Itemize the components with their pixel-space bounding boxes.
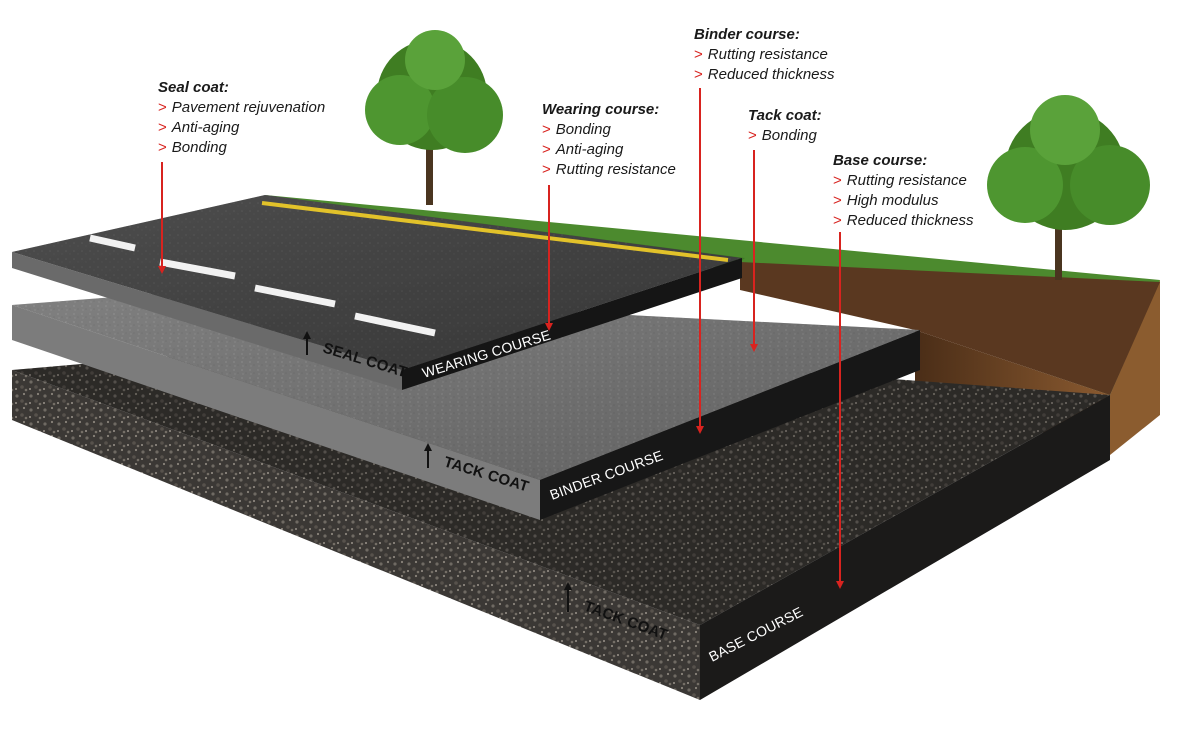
callout-item: >Rutting resistance xyxy=(694,45,835,65)
bullet-icon: > xyxy=(694,46,703,63)
callout-item: >High modulus xyxy=(833,191,974,211)
callout-list: >Pavement rejuvenation >Anti-aging >Bond… xyxy=(158,98,325,158)
callout-arrows xyxy=(158,88,844,589)
wearing-course-slab xyxy=(12,195,742,390)
base-side xyxy=(700,395,1110,700)
callout-item-text: Pavement rejuvenation xyxy=(171,99,326,116)
bullet-icon: > xyxy=(833,212,842,229)
tree-canopy xyxy=(365,75,435,145)
soil-side xyxy=(1110,280,1160,455)
bullet-icon: > xyxy=(158,99,167,116)
lane-dash xyxy=(254,284,336,308)
bullet-icon: > xyxy=(748,127,757,144)
wearing-front xyxy=(12,252,402,390)
tree-canopy xyxy=(1070,145,1150,225)
callout-item-text: Bonding xyxy=(555,121,611,138)
callout-item-text: Bonding xyxy=(171,139,227,156)
wearing-side xyxy=(402,258,742,390)
seal-coat-callout: Seal coat: >Pavement rejuvenation >Anti-… xyxy=(158,78,325,158)
tree-canopy xyxy=(1030,95,1100,165)
callout-item: >Bonding xyxy=(542,120,676,140)
callout-item: >Pavement rejuvenation xyxy=(158,98,325,118)
lane-dash xyxy=(159,258,236,280)
bullet-icon: > xyxy=(158,139,167,156)
tack-coat-callout: Tack coat: >Bonding xyxy=(748,106,822,146)
callout-item: >Bonding xyxy=(158,138,325,158)
bullet-icon: > xyxy=(833,192,842,209)
callout-item-text: Reduced thickness xyxy=(846,212,974,229)
callout-list: >Bonding >Anti-aging >Rutting resistance xyxy=(542,120,676,180)
callout-item: >Reduced thickness xyxy=(833,211,974,231)
tree-right xyxy=(987,95,1150,280)
lane-dash xyxy=(89,234,136,252)
tree-trunk xyxy=(426,135,433,205)
callout-title: Seal coat: xyxy=(158,79,229,96)
tree-trunk xyxy=(1055,200,1062,280)
lane-dash xyxy=(354,312,436,337)
callout-item: >Anti-aging xyxy=(542,140,676,160)
callout-title: Tack coat: xyxy=(748,107,822,124)
lane-dashes xyxy=(89,234,436,337)
binder-course-callout: Binder course: >Rutting resistance >Redu… xyxy=(694,25,835,85)
base-front xyxy=(12,370,700,700)
callout-item-text: Rutting resistance xyxy=(707,46,828,63)
callout-title: Base course: xyxy=(833,152,928,169)
lane-line-yellow xyxy=(261,201,729,262)
bullet-icon: > xyxy=(833,172,842,189)
callout-item-text: High modulus xyxy=(846,192,939,209)
callout-item: >Rutting resistance xyxy=(542,160,676,180)
bullet-icon: > xyxy=(694,66,703,83)
callout-list: >Bonding xyxy=(748,126,822,146)
bullet-icon: > xyxy=(542,121,551,138)
callout-item: >Bonding xyxy=(748,126,822,146)
tree-canopy xyxy=(427,77,503,153)
binder-front xyxy=(12,305,540,520)
wearing-course-callout: Wearing course: >Bonding >Anti-aging >Ru… xyxy=(542,100,676,180)
callout-item-text: Bonding xyxy=(761,127,817,144)
callout-list: >Rutting resistance >Reduced thickness xyxy=(694,45,835,85)
callout-item-text: Rutting resistance xyxy=(555,161,676,178)
soil-under-slabs xyxy=(740,262,1160,395)
tree-canopy xyxy=(987,147,1063,223)
bullet-icon: > xyxy=(158,119,167,136)
callout-title: Binder course: xyxy=(694,26,800,43)
callout-item-text: Anti-aging xyxy=(555,141,624,158)
callout-item: >Reduced thickness xyxy=(694,65,835,85)
tree-left xyxy=(365,30,503,205)
callout-item: >Rutting resistance xyxy=(833,171,974,191)
callout-item: >Anti-aging xyxy=(158,118,325,138)
callout-title: Wearing course: xyxy=(542,101,660,118)
callout-item-text: Reduced thickness xyxy=(707,66,835,83)
callout-item-text: Rutting resistance xyxy=(846,172,967,189)
tree-canopy xyxy=(405,30,465,90)
bullet-icon: > xyxy=(542,161,551,178)
binder-side xyxy=(540,330,920,520)
bullet-icon: > xyxy=(542,141,551,158)
coat-arrows xyxy=(303,331,572,612)
callout-item-text: Anti-aging xyxy=(171,119,240,136)
callout-list: >Rutting resistance >High modulus >Reduc… xyxy=(833,171,974,231)
base-course-callout: Base course: >Rutting resistance >High m… xyxy=(833,151,974,231)
